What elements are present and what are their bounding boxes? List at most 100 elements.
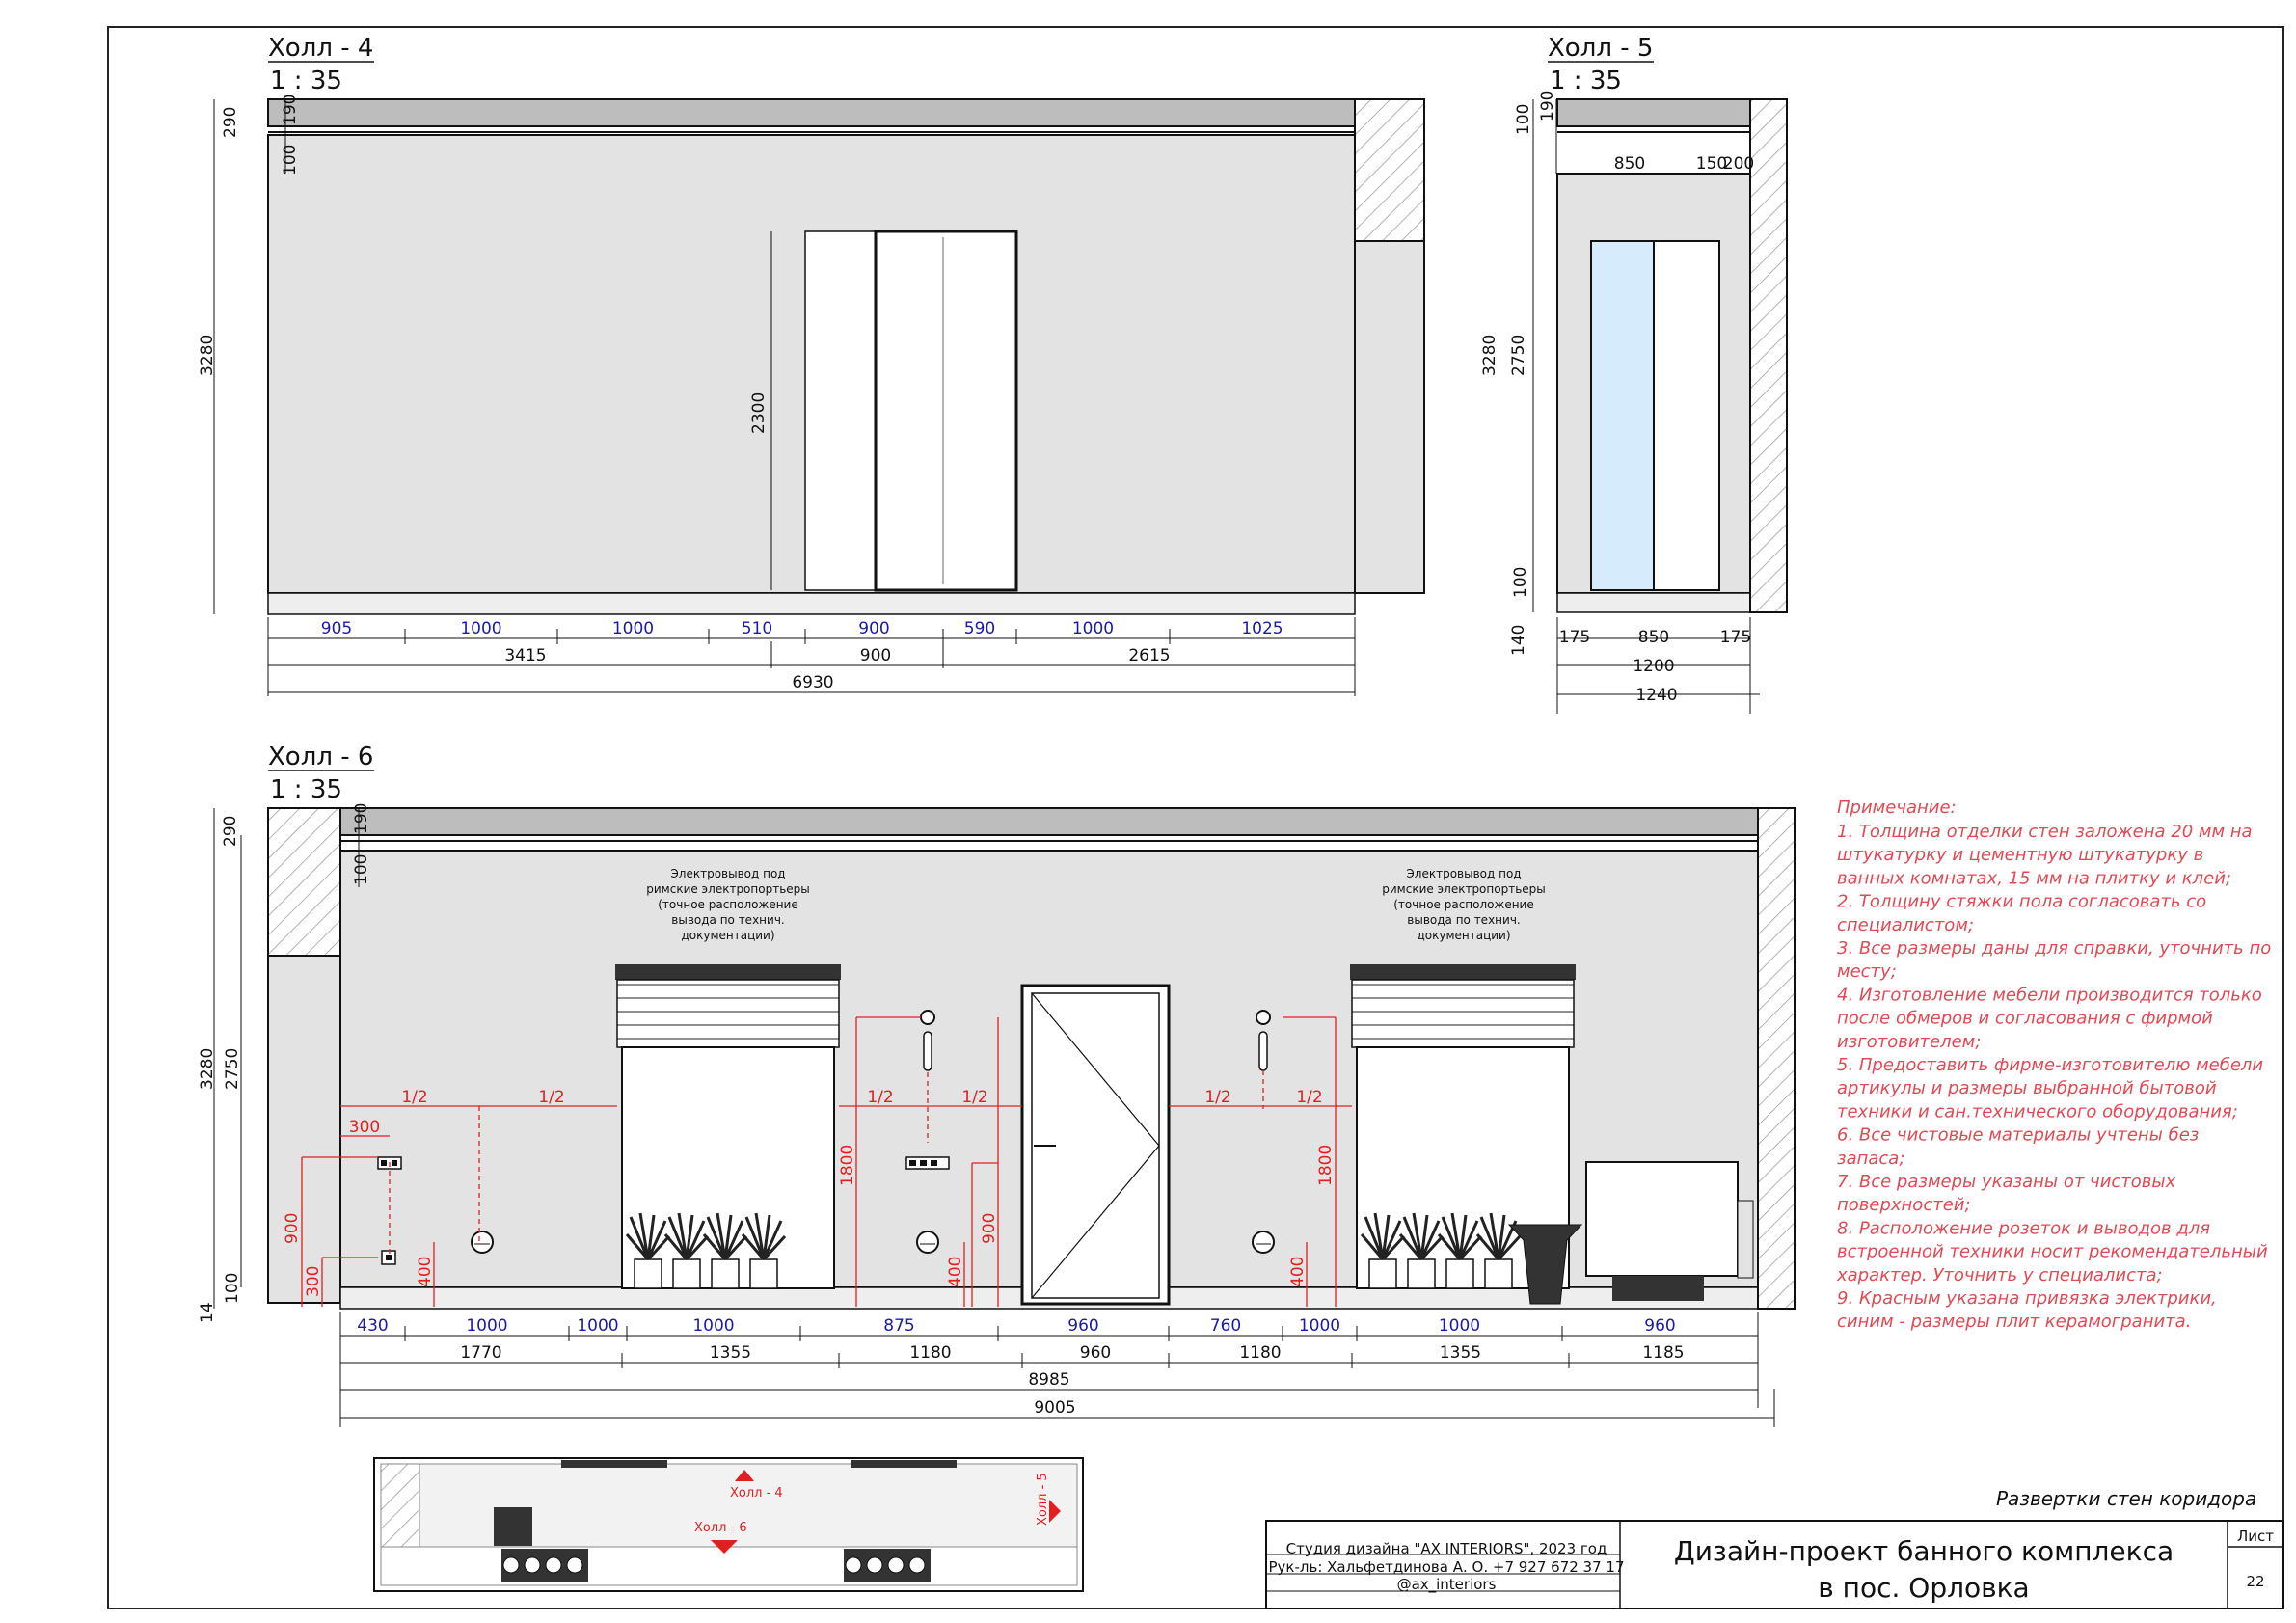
h6-v-3280: 3280 xyxy=(198,1048,217,1090)
note-line: 9. Красным указана привязка электрики, xyxy=(1837,1288,2217,1309)
stamp-handle: @ax_interiors xyxy=(1397,1576,1497,1594)
note-line: 3. Все размеры даны для справки, уточнит… xyxy=(1837,938,2271,959)
note-line: штукатурку и цементную штукатурку в xyxy=(1837,845,2203,865)
note-line: специалистом; xyxy=(1837,915,1974,935)
project-title-2: в пос. Орловка xyxy=(1818,1572,2029,1604)
h6-tile-dim: 1000 xyxy=(692,1316,734,1336)
plant-icon xyxy=(887,1556,905,1574)
plant-icon xyxy=(1437,1212,1483,1289)
h4-v-290: 290 xyxy=(221,107,240,138)
side-table xyxy=(1507,1224,1583,1305)
note-line: запаса; xyxy=(1837,1149,1904,1169)
holl5-mirror xyxy=(1590,240,1655,591)
red-300-top: 300 xyxy=(349,1118,380,1137)
h5-top-850: 850 xyxy=(1614,154,1645,174)
red-400-1: 400 xyxy=(416,1257,435,1287)
h6-segment-dim: 1180 xyxy=(909,1343,951,1363)
plant-icon xyxy=(866,1556,883,1574)
plant-icon xyxy=(625,1212,671,1289)
h5-row2: 1200 xyxy=(1633,657,1674,676)
holl4-right-wall-hatch xyxy=(1354,98,1425,242)
stamp-lead: Рук-ль: Хальфетдинова А. О. +7 927 672 3… xyxy=(1269,1558,1625,1576)
red-300-left: 300 xyxy=(304,1266,323,1297)
electro-annotation-line: римские электропортьеры xyxy=(1382,882,1546,896)
h6-segment-dim: 1185 xyxy=(1642,1343,1684,1363)
h6-tile-dim: 1000 xyxy=(1439,1316,1480,1336)
plant-icon xyxy=(545,1556,562,1574)
red-half-4: 1/2 xyxy=(961,1088,987,1107)
note-line: 7. Все размеры указаны от чистовых xyxy=(1837,1172,2176,1192)
h4-v-190: 190 xyxy=(281,95,300,125)
h6-v-290: 290 xyxy=(221,816,240,847)
electro-annotation-line: вывода по технич. xyxy=(1407,913,1520,927)
holl5-right-wall-hatch xyxy=(1749,98,1788,613)
tv-unit xyxy=(1585,1161,1754,1301)
red-1800-1: 1800 xyxy=(838,1145,857,1186)
h6-segment-dim: 1355 xyxy=(1440,1343,1481,1363)
h4-tile-dim: 900 xyxy=(858,619,889,638)
plant-icon xyxy=(502,1556,520,1574)
plan-holl5: Холл - 5 xyxy=(1036,1473,1050,1526)
plant-icon xyxy=(702,1212,748,1289)
plant-icon xyxy=(1475,1212,1522,1289)
holl4-scale: 1 : 35 xyxy=(270,67,342,95)
h4-tile-dim: 590 xyxy=(964,619,995,638)
electro-annotation-line: Электровывод под xyxy=(1406,867,1521,880)
h5-v-2750: 2750 xyxy=(1509,335,1528,376)
electro-annotation-line: Электровывод под xyxy=(670,867,785,880)
h5-top-150: 150 xyxy=(1696,154,1727,174)
h6-tile-dim: 1000 xyxy=(466,1316,507,1336)
note-line: месту; xyxy=(1837,961,1897,982)
h6-v-190: 190 xyxy=(352,803,371,834)
h4-total: 6930 xyxy=(792,673,833,692)
h6-tile-dim: 1000 xyxy=(577,1316,618,1336)
plant-icon xyxy=(566,1556,583,1574)
holl5-title: Холл - 5 xyxy=(1548,34,1653,63)
view-holl-6: Холл - 6 1 : 35 xyxy=(198,743,1796,1427)
h6-segment-dim: 1180 xyxy=(1239,1343,1281,1363)
note-line: поверхностей; xyxy=(1837,1195,1971,1215)
plant-icon xyxy=(1360,1212,1406,1289)
h4-v-3280: 3280 xyxy=(198,335,217,376)
h5-row1-a: 175 xyxy=(1559,628,1590,647)
holl4-door-panel xyxy=(804,230,877,591)
red-half-5: 1/2 xyxy=(1204,1088,1230,1107)
floor-plan: Холл - 4 Холл - 6 Холл - 5 xyxy=(373,1457,1084,1592)
red-half-1: 1/2 xyxy=(401,1088,427,1107)
h5-v-3280: 3280 xyxy=(1480,335,1499,376)
red-400-3: 400 xyxy=(1288,1257,1308,1287)
holl4-ceiling xyxy=(267,98,1356,127)
plant-pots xyxy=(625,1212,1522,1289)
note-line: 4. Изготовление мебели производится толь… xyxy=(1837,985,2262,1005)
h5-row3: 1240 xyxy=(1635,686,1677,705)
plant-icon xyxy=(845,1556,862,1574)
h5-v-100: 100 xyxy=(1514,104,1533,135)
h6-segment-dim: 1355 xyxy=(710,1343,751,1363)
h4-row2-c: 2615 xyxy=(1128,646,1170,665)
holl6-title: Холл - 6 xyxy=(268,743,373,771)
note-line: встроенной техники носит рекомендательны… xyxy=(1837,1242,2268,1262)
plant-icon xyxy=(524,1556,541,1574)
red-1800-2: 1800 xyxy=(1316,1145,1336,1186)
note-line: техники и сан.технического оборудования; xyxy=(1837,1101,2238,1122)
note-line: 2. Толщину стяжки пола согласовать со xyxy=(1837,892,2206,912)
h4-tile-dim: 1000 xyxy=(460,619,501,638)
h6-v-100b: 100 xyxy=(223,1273,242,1304)
holl5-scale: 1 : 35 xyxy=(1550,67,1622,95)
note-line: синим - размеры плит керамогранита. xyxy=(1837,1312,2191,1332)
red-electric-dims xyxy=(301,1016,1352,1307)
notes-block: Примечание: 1. Толщина отделки стен зало… xyxy=(1836,798,2271,1332)
holl6-ceiling xyxy=(339,807,1759,836)
h4-v-100: 100 xyxy=(281,145,300,176)
plant-icon xyxy=(908,1556,926,1574)
note-line: 1. Толщина отделки стен заложена 20 мм н… xyxy=(1837,822,2253,842)
h4-tile-dim: 1025 xyxy=(1241,619,1283,638)
sconce-icon xyxy=(920,1010,1271,1071)
plant-icon xyxy=(1398,1212,1445,1289)
plan-holl4: Холл - 4 xyxy=(730,1486,783,1501)
note-line: после обмеров и согласования с фирмой xyxy=(1837,1009,2213,1029)
note-line: 5. Предоставить фирме-изготовителю мебел… xyxy=(1837,1055,2263,1075)
h4-row2-b: 900 xyxy=(860,646,891,665)
